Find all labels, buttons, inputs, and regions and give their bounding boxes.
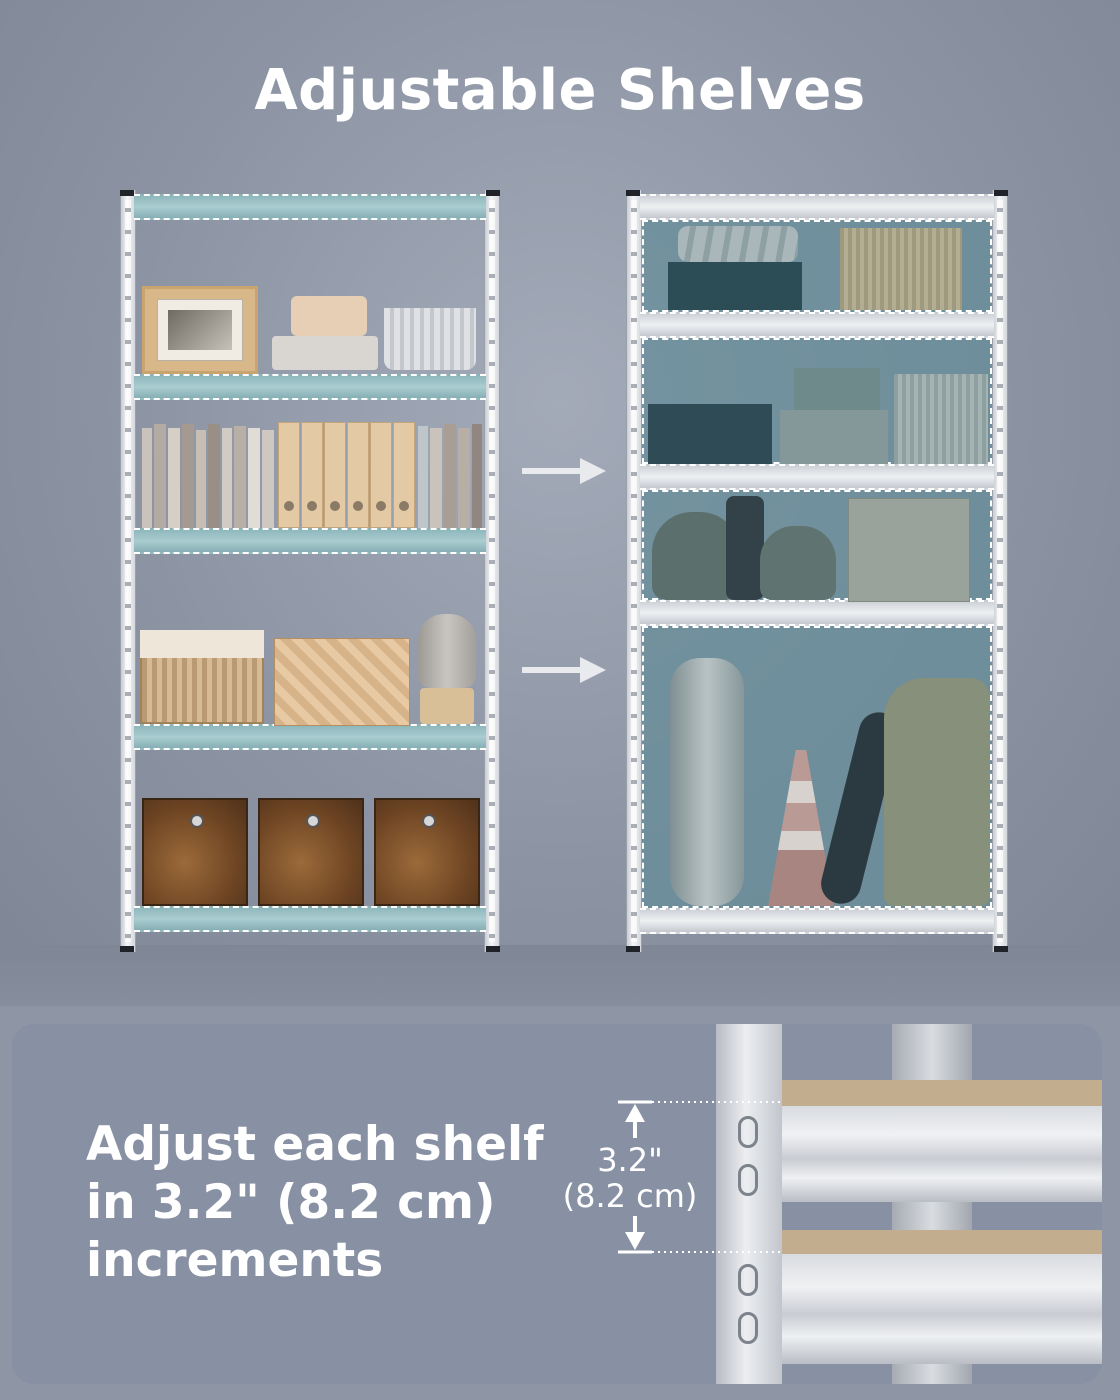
floor bbox=[0, 945, 1120, 1006]
shelf-beam bbox=[134, 906, 486, 932]
shelf-beam bbox=[640, 908, 994, 934]
post-foot bbox=[994, 946, 1008, 952]
caption-line: increments bbox=[86, 1233, 384, 1288]
picture-frame bbox=[142, 286, 258, 374]
storage-box bbox=[272, 336, 378, 370]
shelf-unit-left bbox=[116, 190, 504, 952]
shelf-closeup bbox=[702, 1024, 1102, 1384]
upright-post bbox=[992, 190, 1008, 952]
wooden-crate bbox=[374, 798, 480, 906]
storage-box bbox=[668, 262, 802, 310]
post-cap bbox=[120, 190, 134, 196]
drawstring-bag bbox=[760, 526, 836, 600]
post-cap bbox=[626, 190, 640, 196]
detail-panel: Adjust each shelf in 3.2" (8.2 cm) incre… bbox=[12, 1024, 1102, 1384]
adjustment-caption: Adjust each shelf in 3.2" (8.2 cm) incre… bbox=[86, 1116, 566, 1290]
keyhole-slot bbox=[738, 1164, 758, 1196]
shelf-beam bbox=[134, 194, 486, 220]
slotted-upright bbox=[716, 1024, 782, 1384]
vase bbox=[418, 614, 476, 688]
duffel-bag bbox=[884, 678, 990, 906]
post-cap bbox=[486, 190, 500, 196]
shelf-rail bbox=[782, 1254, 1102, 1364]
woven-basket bbox=[840, 228, 962, 310]
arrow-right-icon bbox=[522, 657, 606, 683]
dimension-inches: 3.2" bbox=[597, 1141, 663, 1179]
upright-post bbox=[484, 190, 500, 952]
arrow-right-icon bbox=[522, 458, 606, 484]
woven-box bbox=[274, 638, 410, 726]
upright-post bbox=[120, 190, 136, 952]
basket-lid-band bbox=[140, 630, 264, 658]
wooden-crate bbox=[142, 798, 248, 906]
caption-line: Adjust each shelf bbox=[86, 1117, 544, 1172]
page-title: Adjustable Shelves bbox=[254, 58, 866, 123]
lidded-box bbox=[794, 368, 880, 410]
dimension-label: 3.2" (8.2 cm) bbox=[560, 1142, 700, 1214]
wooden-stand bbox=[420, 688, 474, 724]
shelf-board bbox=[782, 1080, 1102, 1106]
shelf-beam bbox=[134, 374, 486, 400]
keyhole-slot bbox=[738, 1312, 758, 1344]
post-foot bbox=[486, 946, 500, 952]
storage-box bbox=[291, 296, 367, 336]
wire-basket bbox=[384, 308, 476, 370]
shelf-unit-right bbox=[622, 190, 1012, 952]
shelf-beam bbox=[640, 312, 994, 338]
parcel-box bbox=[848, 498, 970, 602]
hoverboard bbox=[670, 658, 744, 906]
shelf-beam bbox=[134, 528, 486, 554]
storage-box bbox=[648, 404, 772, 464]
shelf-rail bbox=[782, 1106, 1102, 1202]
shelf-beam bbox=[134, 724, 486, 750]
double-arrow-vertical-icon bbox=[618, 1100, 784, 1254]
book-row bbox=[138, 422, 484, 528]
keyhole-slot bbox=[738, 1264, 758, 1296]
post-cap bbox=[994, 190, 1008, 196]
keyhole-slot bbox=[738, 1116, 758, 1148]
shelf-beam bbox=[640, 464, 994, 490]
woven-basket bbox=[894, 374, 988, 464]
shelf-beam bbox=[640, 194, 994, 220]
caption-line: in 3.2" (8.2 cm) bbox=[86, 1175, 496, 1230]
wooden-crate bbox=[258, 798, 364, 906]
post-foot bbox=[120, 946, 134, 952]
shelf-beam bbox=[640, 600, 994, 626]
rolled-papers bbox=[678, 226, 798, 262]
dimension-cm: (8.2 cm) bbox=[562, 1177, 698, 1215]
post-foot bbox=[626, 946, 640, 952]
shelf-board bbox=[782, 1230, 1102, 1254]
drawstring-bag bbox=[652, 512, 740, 600]
thermos bbox=[726, 496, 764, 600]
upright-post bbox=[626, 190, 642, 952]
storage-box bbox=[780, 410, 888, 464]
